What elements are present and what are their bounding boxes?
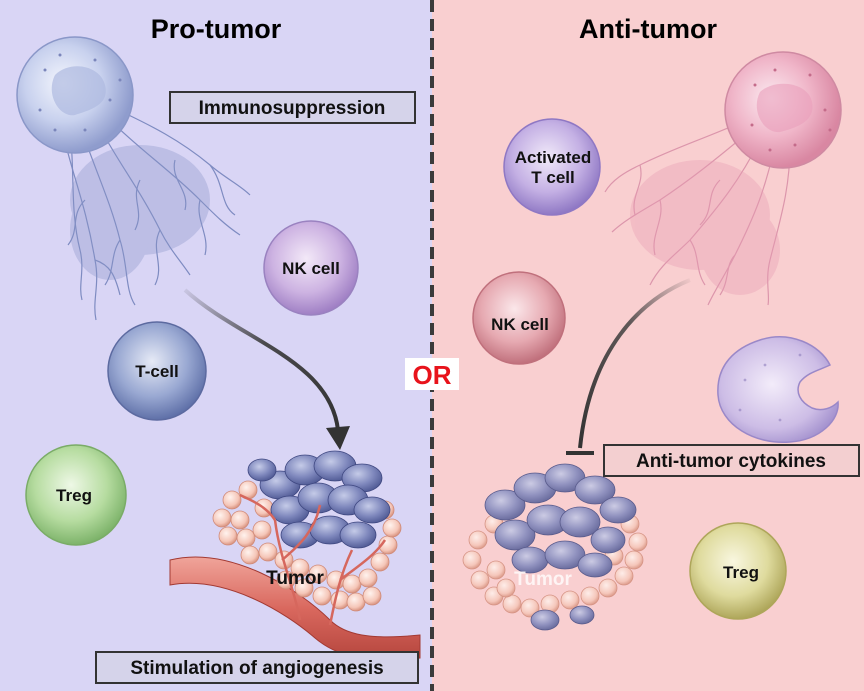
pro-tumor-mass: Tumor xyxy=(169,450,421,661)
anti-tumor-title: Anti-tumor xyxy=(579,14,717,44)
macrophage-cell xyxy=(717,336,839,444)
pro-nk-cell-label: NK cell xyxy=(282,259,340,278)
angiogenesis-label: Stimulation of angiogenesis xyxy=(130,658,383,679)
or-label: OR xyxy=(413,360,452,390)
anti-tumor-dendritic-cell xyxy=(604,51,842,306)
t-cell-label: T-cell xyxy=(135,362,178,381)
pro-tumor-nk-cell: NK cell xyxy=(263,220,359,316)
immunosuppression-label: Immunosuppression xyxy=(199,98,386,119)
activated-t-cell: Activated T cell xyxy=(503,118,601,216)
pro-tumor-label: Tumor xyxy=(266,568,324,589)
cytokines-label: Anti-tumor cytokines xyxy=(636,451,826,472)
pro-tumor-t-cell: T-cell xyxy=(107,321,207,421)
pro-tumor-dendritic-cell xyxy=(16,36,251,321)
pro-treg-label: Treg xyxy=(56,486,92,505)
activated-t-cell-label-line2: T cell xyxy=(531,168,574,187)
angiogenesis-box: Stimulation of angiogenesis xyxy=(95,651,419,684)
immunosuppression-box: Immunosuppression xyxy=(169,91,416,124)
anti-tumor-nk-cell: NK cell xyxy=(472,271,566,365)
anti-tumor-label: Tumor xyxy=(514,569,572,590)
anti-treg-label: Treg xyxy=(723,563,759,582)
stimulating-arrow xyxy=(183,288,350,450)
anti-tumor-treg: Treg xyxy=(689,522,787,620)
cytokines-box: Anti-tumor cytokines xyxy=(603,444,860,477)
pro-tumor-treg: Treg xyxy=(25,444,127,546)
anti-nk-cell-label: NK cell xyxy=(491,315,549,334)
activated-t-cell-label-line1: Activated xyxy=(515,148,592,167)
inhibitory-arrow xyxy=(566,278,691,455)
or-label-group: OR xyxy=(405,358,459,390)
anti-tumor-mass: Tumor xyxy=(462,463,648,631)
pro-tumor-title: Pro-tumor xyxy=(151,14,282,44)
